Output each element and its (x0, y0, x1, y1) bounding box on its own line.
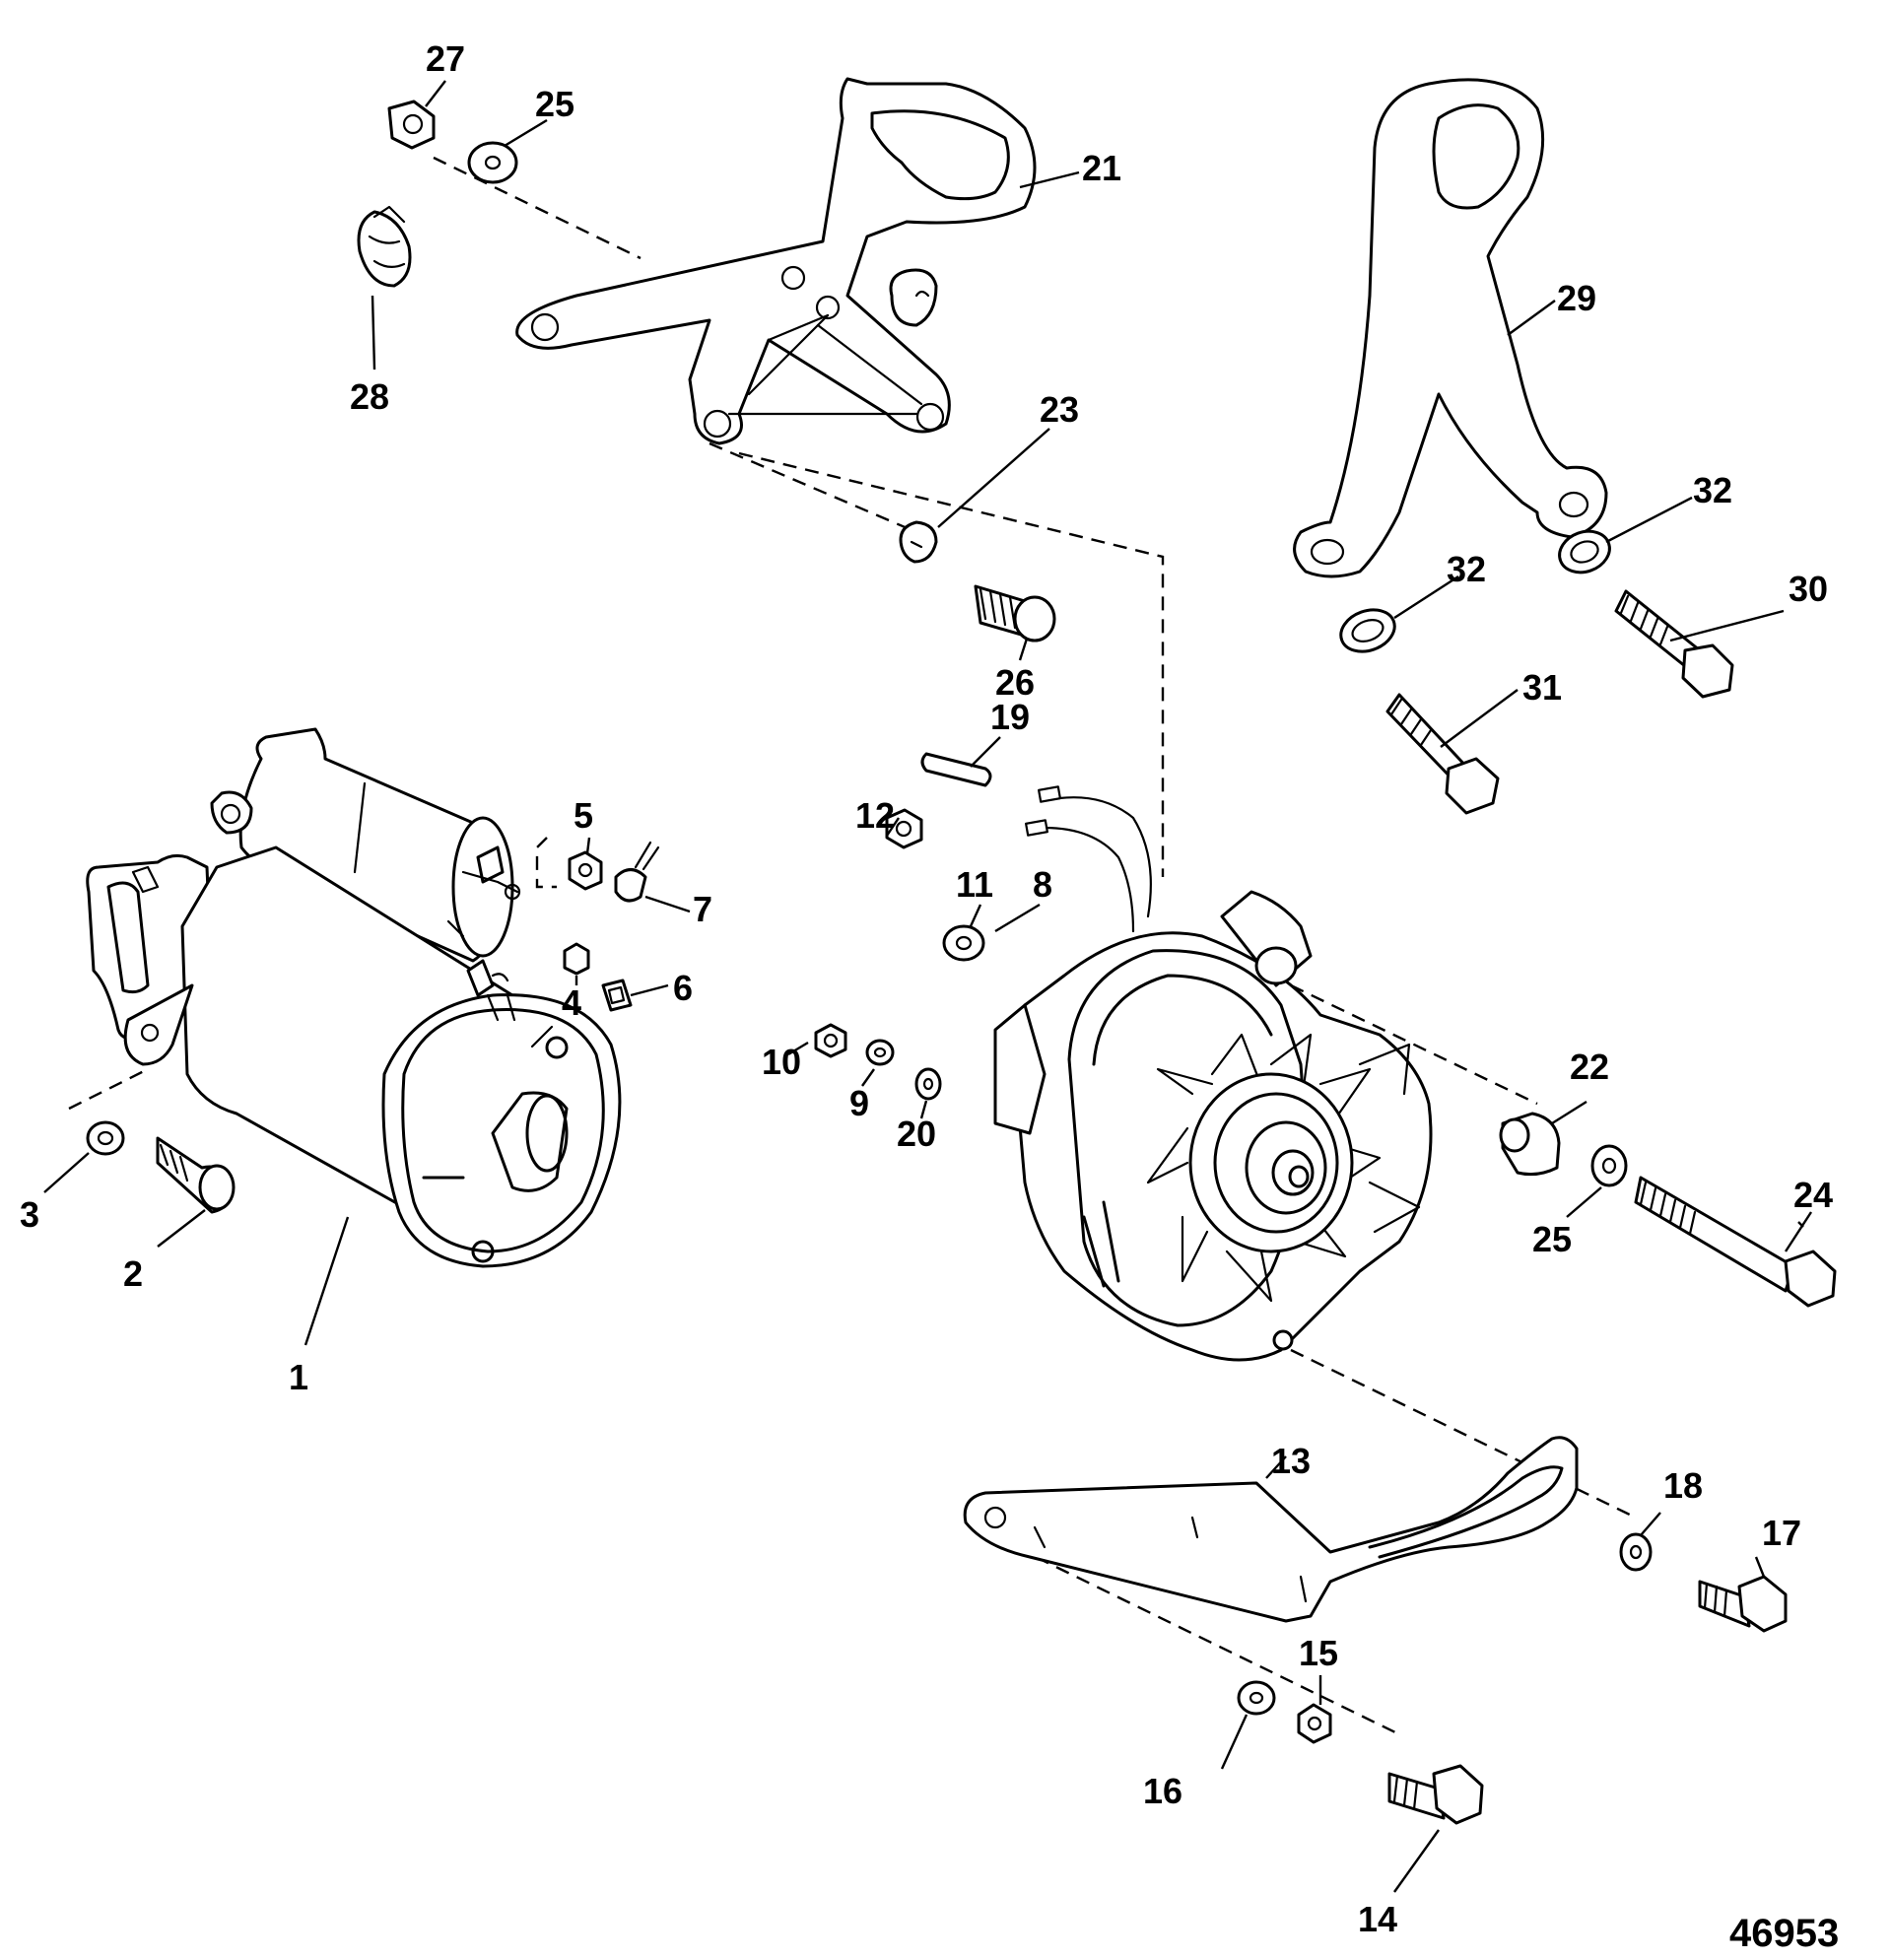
callout-14: 14 (1358, 1899, 1397, 1939)
alternator (993, 785, 1433, 1362)
callout-8: 8 (1033, 864, 1052, 905)
callout-18: 18 (1663, 1465, 1703, 1506)
callout-10: 10 (762, 1042, 801, 1082)
callout-16: 16 (1143, 1771, 1182, 1811)
callout-3: 3 (20, 1194, 39, 1235)
callout-7: 7 (693, 889, 712, 929)
callout-29: 29 (1557, 278, 1596, 318)
adjusting-brace (963, 1436, 1579, 1623)
callout-2: 2 (123, 1253, 143, 1294)
callout-15: 15 (1299, 1633, 1338, 1673)
callout-24: 24 (1793, 1175, 1833, 1215)
callout-23: 23 (1040, 389, 1079, 430)
callout-32-left: 32 (1447, 549, 1486, 589)
callout-31: 31 (1522, 667, 1562, 708)
callout-5: 5 (574, 795, 593, 836)
callout-11: 11 (956, 864, 993, 905)
callout-27: 27 (426, 38, 465, 79)
upper-alternator-bracket (515, 77, 1037, 445)
callout-13: 13 (1271, 1441, 1311, 1481)
rear-bracket (1293, 78, 1608, 578)
callout-labels: 27 25 21 29 28 23 32 32 30 26 31 19 12 5… (20, 38, 1839, 1955)
callout-17: 17 (1762, 1513, 1801, 1553)
callout-9: 9 (849, 1083, 869, 1123)
callout-21: 21 (1082, 148, 1121, 188)
callout-6: 6 (673, 968, 693, 1008)
leader-lines (43, 80, 1813, 1893)
callout-25-top: 25 (535, 84, 574, 124)
callout-12: 12 (855, 795, 895, 836)
figure-number: 46953 (1729, 1912, 1839, 1955)
callout-19: 19 (990, 697, 1030, 737)
callout-1: 1 (289, 1357, 308, 1397)
callout-4: 4 (562, 982, 581, 1023)
assembly-lines (68, 156, 1637, 1736)
starter-motor (86, 727, 622, 1268)
hardware (86, 100, 1837, 1825)
callout-22: 22 (1570, 1047, 1609, 1087)
callout-32-right: 32 (1693, 470, 1732, 510)
callout-20: 20 (897, 1114, 936, 1154)
callout-25-right: 25 (1532, 1219, 1572, 1259)
callout-28: 28 (350, 376, 389, 417)
callout-30: 30 (1789, 569, 1828, 609)
callout-26: 26 (995, 662, 1035, 703)
